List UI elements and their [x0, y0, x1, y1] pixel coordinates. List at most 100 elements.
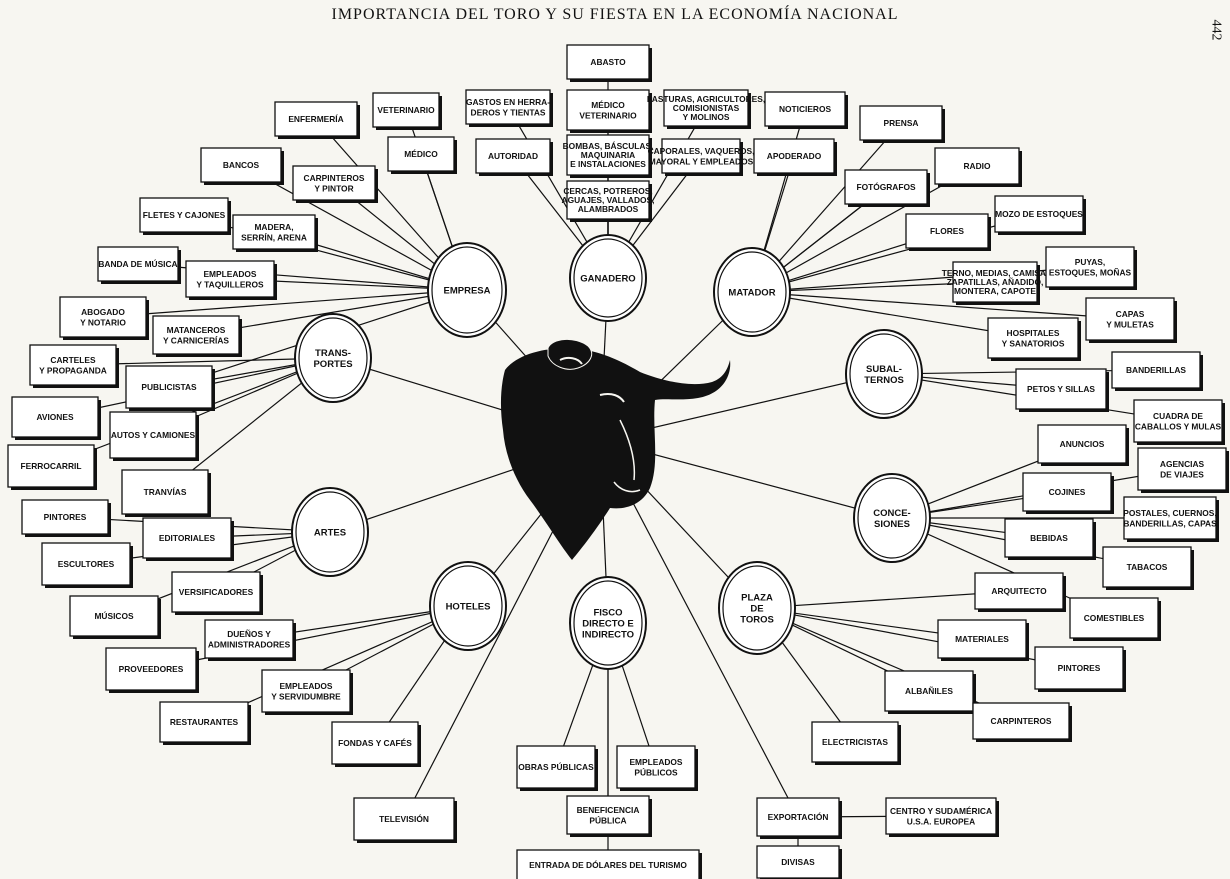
- box-frame: [974, 572, 1064, 610]
- box-label: CABALLOS Y MULAS: [1135, 421, 1222, 431]
- box-label: E INSTALACIONES: [570, 159, 646, 169]
- box-label: TERNO, MEDIAS, CAMISA,: [942, 268, 1049, 278]
- box-label: Y MULETAS: [1106, 319, 1154, 329]
- box-frame: [753, 138, 835, 174]
- hub-label: FISCO: [593, 608, 622, 619]
- box-label: MOZO DE ESTOQUES: [995, 209, 1083, 219]
- box-frame: [1123, 496, 1217, 540]
- box-label: CARPINTEROS: [991, 716, 1052, 726]
- connector-line: [751, 291, 1131, 320]
- box-label: ALAMBRADOS: [578, 204, 639, 214]
- box-frame: [353, 797, 455, 841]
- box-label: BOMBAS, BÁSCULAS,: [563, 140, 654, 151]
- box-label: MATERIALES: [955, 634, 1009, 644]
- box-frame: [152, 315, 240, 355]
- box-frame: [97, 246, 179, 282]
- box-frame: [232, 214, 316, 250]
- box-label: BANCOS: [223, 160, 260, 170]
- box-frame: [292, 165, 376, 201]
- hub-ring-inner: [857, 477, 927, 559]
- box-label: FLETES Y CAJONES: [143, 210, 226, 220]
- connector-line: [150, 605, 469, 670]
- box-tranvias: TRANVÍAS: [121, 469, 211, 517]
- hub-ring-inner: [849, 333, 919, 415]
- box-noticieros: NOTICIEROS: [764, 91, 848, 129]
- hub-label: ARTES: [314, 528, 346, 539]
- box-label: VETERINARIO: [579, 110, 637, 120]
- box-label: EMPLEADOS: [279, 681, 332, 691]
- box-frame: [859, 105, 943, 141]
- box-exportacion: EXPORTACIÓN: [756, 797, 842, 839]
- box-frame: [11, 396, 99, 438]
- box-label: Y SERVIDUMBRE: [271, 691, 341, 701]
- box-label: MATANCEROS: [167, 325, 226, 335]
- hub-subalternos: SUBAL-TERNOS: [845, 329, 923, 419]
- box-frame: [934, 147, 1020, 185]
- box-label: CENTRO Y SUDAMÉRICA: [890, 805, 992, 816]
- box-label: TRANVÍAS: [144, 486, 187, 497]
- box-carpinteros: CARPINTEROS: [972, 702, 1072, 742]
- box-label: MAYORAL Y EMPLEADOS: [649, 156, 754, 166]
- hub-ring-inner: [298, 317, 368, 399]
- connector-line: [751, 213, 1040, 293]
- box-label: CARPINTEROS: [304, 173, 365, 183]
- hub-ring-inner: [722, 565, 792, 651]
- box-label: PETOS Y SILLAS: [1027, 384, 1095, 394]
- box-frame: [7, 444, 95, 488]
- box-frame: [937, 619, 1027, 659]
- box-publicistas: PUBLICISTAS: [125, 365, 215, 411]
- box-frame: [125, 365, 213, 409]
- hub-concesiones: CONCE-SIONES: [853, 473, 931, 563]
- box-enfermeria: ENFERMERÍA: [274, 101, 360, 139]
- box-frame: [516, 849, 700, 879]
- box-frame: [475, 138, 551, 174]
- hub-label: TOROS: [740, 615, 774, 626]
- box-label: FOTÓGRAFOS: [856, 181, 916, 192]
- box-label: ANUNCIOS: [1060, 439, 1105, 449]
- box-frame: [204, 619, 294, 659]
- box-label: PINTORES: [44, 512, 87, 522]
- box-frame: [516, 745, 596, 789]
- box-label: CAPORALES, VAQUEROS,: [648, 146, 755, 156]
- box-frame: [1133, 399, 1223, 443]
- box-label: RESTAURANTES: [170, 717, 239, 727]
- box-frame: [1111, 351, 1201, 389]
- box-label: ENTRADA DE DÓLARES DEL TURISMO: [529, 859, 687, 870]
- box-label: RADIO: [964, 161, 991, 171]
- box-label: TELEVISIÓN: [379, 813, 429, 824]
- box-abasto: ABASTO: [566, 44, 652, 82]
- box-fletes: FLETES Y CAJONES: [139, 197, 231, 235]
- box-label: TABACOS: [1127, 562, 1168, 572]
- hub-empresa: EMPRESA: [427, 242, 507, 338]
- box-label: CARTELES: [50, 355, 96, 365]
- box-label: Y TAQUILLEROS: [196, 279, 264, 289]
- box-tabacos: TABACOS: [1102, 546, 1194, 590]
- box-frame: [566, 180, 650, 220]
- box-label: COMISIONISTAS: [673, 103, 740, 113]
- box-electricistas: ELECTRICISTAS: [811, 721, 901, 765]
- box-frame: [764, 91, 846, 127]
- box-petos: PETOS Y SILLAS: [1015, 368, 1109, 412]
- box-label: CAPAS: [1116, 309, 1145, 319]
- box-label: BANDERILLAS: [1126, 365, 1186, 375]
- box-frame: [663, 89, 749, 127]
- box-label: ALBAÑILES: [905, 686, 953, 696]
- hub-label: SUBAL-: [866, 364, 902, 375]
- box-label: FLORES: [930, 226, 964, 236]
- hub-transportes: TRANS-PORTES: [294, 313, 372, 403]
- box-label: ABOGADO: [81, 307, 125, 317]
- connector-line: [756, 607, 1022, 722]
- box-frame: [1004, 518, 1094, 558]
- box-frame: [331, 721, 419, 765]
- box-label: PROVEEDORES: [119, 664, 184, 674]
- box-terno: TERNO, MEDIAS, CAMISA,ZAPATILLAS, AÑADID…: [942, 261, 1049, 305]
- box-label: BEBIDAS: [1030, 533, 1068, 543]
- box-label: ENFERMERÍA: [288, 113, 343, 124]
- hub-artes: ARTES: [291, 487, 369, 577]
